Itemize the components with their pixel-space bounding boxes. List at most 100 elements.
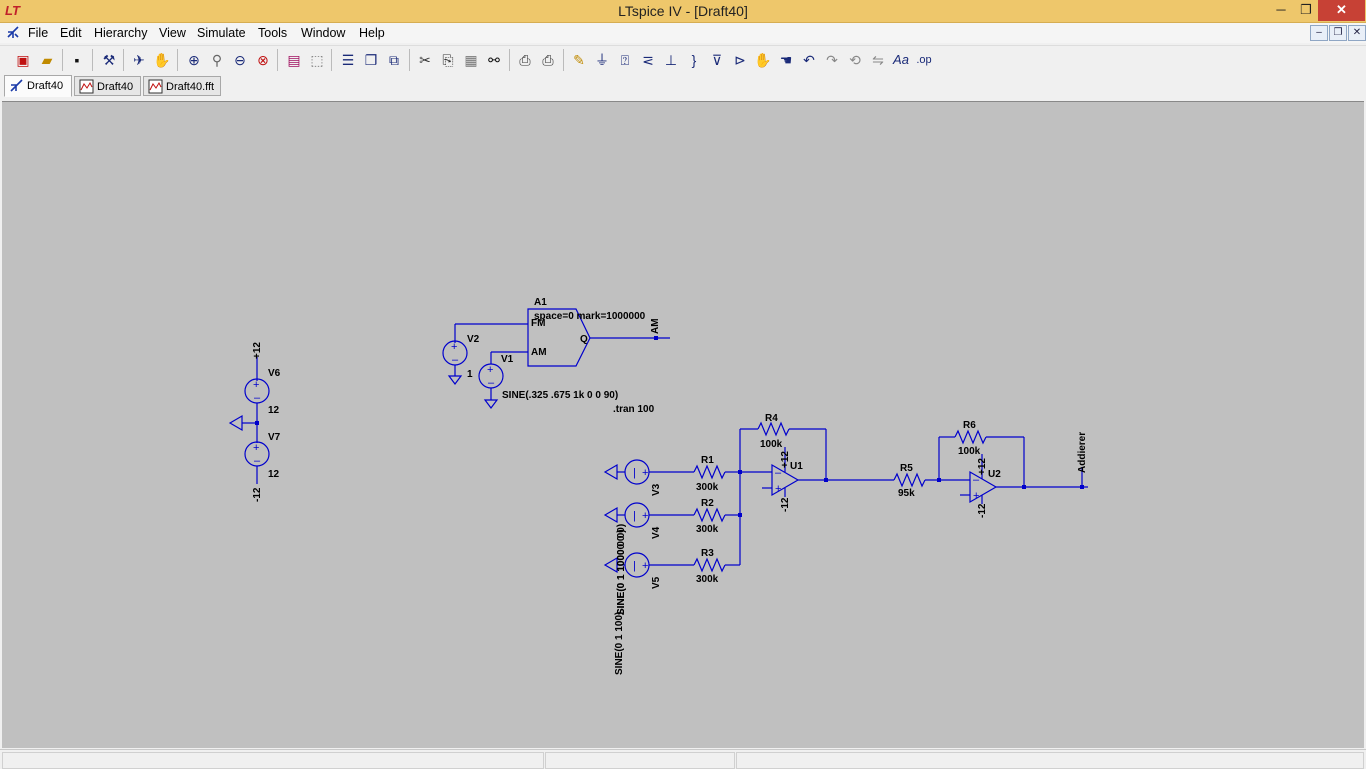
svg-text:–: – <box>973 474 980 486</box>
drag-icon[interactable]: ☚ <box>779 52 793 68</box>
close-button[interactable]: ✕ <box>1318 0 1365 21</box>
paste-icon[interactable]: ▦ <box>464 52 478 68</box>
schematic-drawing: +– +– +– +– |+ |+ |+ –+ –+ +12 V6 12 V7 … <box>228 297 1088 675</box>
save-icon[interactable]: ▪ <box>74 52 80 68</box>
menu-file[interactable]: File <box>28 26 49 40</box>
tile-horizontal-icon[interactable]: ☰ <box>341 52 355 68</box>
label-u1-name: U1 <box>790 461 803 472</box>
autorange-icon[interactable]: ▤ <box>287 52 301 68</box>
zoom-fit-icon[interactable]: ⊗ <box>257 52 269 68</box>
menu-help[interactable]: Help <box>359 26 385 40</box>
control-panel-icon[interactable]: ⚒ <box>102 52 116 68</box>
toolbar: ▣ ▰ ▪ ⚒ ✈ ✋ ⊕ ⚲ ⊖ ⊗ ▤ ⬚ ☰ ❐ ⧉ ✂ ⎘ ▦ ⚯ ⎙ … <box>0 45 1366 75</box>
copy-icon[interactable]: ⎘ <box>442 52 454 68</box>
mdi-restore-button[interactable]: ❐ <box>1329 25 1347 41</box>
schematic-canvas[interactable]: +– +– +– +– |+ |+ |+ –+ –+ +12 V6 12 V7 … <box>2 101 1364 748</box>
minimize-button[interactable]: ─ <box>1276 2 1286 17</box>
label-v7-net: -12 <box>252 487 263 502</box>
tab-waveform-draft40[interactable]: Draft40 <box>74 76 141 96</box>
tab-label: Draft40 <box>97 81 134 93</box>
diode-icon[interactable]: ⊽ <box>711 52 723 68</box>
waveform-icon <box>79 79 94 94</box>
ground-icon[interactable]: ⏚ <box>595 52 609 68</box>
menu-window[interactable]: Window <box>301 26 346 40</box>
run-icon[interactable]: ✈ <box>133 52 145 68</box>
new-schematic-icon[interactable]: ▣ <box>16 52 30 68</box>
zoom-in-icon[interactable]: ⊕ <box>188 52 200 68</box>
label-r3-name: R3 <box>701 548 714 559</box>
window-title: LTspice IV - [Draft40] <box>618 3 748 19</box>
svg-text:–: – <box>775 467 782 479</box>
spice-directive-tran: .tran 100 <box>613 404 655 415</box>
label-a1-params: space=0 mark=1000000 <box>534 311 646 322</box>
capacitor-icon[interactable]: ⊥ <box>664 52 678 68</box>
label-v5-value: SINE(0 1 10000 0 0) <box>616 524 627 615</box>
undo-icon[interactable]: ↶ <box>803 52 815 68</box>
label-v2-value: 1 <box>467 369 473 380</box>
rotate-icon[interactable]: ⟲ <box>849 52 861 68</box>
waveform-icon <box>148 79 163 94</box>
label-r1-value: 300k <box>696 482 719 493</box>
svg-text:–: – <box>452 354 459 366</box>
text-icon[interactable]: Aa <box>893 52 909 67</box>
app-logo[interactable]: LT <box>5 3 20 18</box>
label-u2-name: U2 <box>988 469 1001 480</box>
mdi-minimize-button[interactable]: – <box>1310 25 1328 41</box>
label-u2-pos: +12 <box>977 458 988 475</box>
label-v5-name: V5 <box>651 576 662 589</box>
label-addierer-net: Addierer <box>1077 432 1088 473</box>
cut-icon[interactable]: ✂ <box>419 52 431 68</box>
resistor-icon[interactable]: ⋜ <box>642 52 654 68</box>
print-icon[interactable]: ⎙ <box>542 52 554 68</box>
mdi-close-button[interactable]: ✕ <box>1348 25 1366 41</box>
svg-text:–: – <box>254 455 261 467</box>
status-bar <box>0 749 1366 769</box>
toolbar-separator <box>331 49 332 71</box>
svg-text:+: + <box>642 510 648 522</box>
label-r5-value: 95k <box>898 488 915 499</box>
menu-bar: File Edit Hierarchy View Simulate Tools … <box>0 23 1366 43</box>
pan-icon[interactable]: ⚲ <box>211 52 223 68</box>
status-pane-left <box>2 752 544 769</box>
svg-text:|: | <box>633 510 636 522</box>
toolbar-separator <box>123 49 124 71</box>
svg-text:–: – <box>254 392 261 404</box>
inductor-icon[interactable]: } <box>691 52 697 68</box>
svg-text:|: | <box>633 560 636 572</box>
zoom-out-icon[interactable]: ⊖ <box>234 52 246 68</box>
unzoom-icon[interactable]: ⬚ <box>310 52 324 68</box>
menu-edit[interactable]: Edit <box>60 26 82 40</box>
label-u1-neg: -12 <box>780 497 791 512</box>
menu-tools[interactable]: Tools <box>258 26 288 40</box>
label-a1-q: Q <box>580 334 588 345</box>
toolbar-separator <box>277 49 278 71</box>
wire-icon[interactable]: ✎ <box>573 52 585 68</box>
move-icon[interactable]: ✋ <box>754 52 772 68</box>
print-preview-icon[interactable]: ⎙ <box>519 52 531 68</box>
label-v6-value: 12 <box>268 405 280 416</box>
polarity-marks: +– +– +– +– |+ |+ |+ –+ –+ <box>253 341 980 572</box>
menu-hierarchy[interactable]: Hierarchy <box>94 26 148 40</box>
tab-schematic-draft40[interactable]: Draft40 <box>4 75 72 97</box>
mirror-icon[interactable]: ⇋ <box>872 52 884 68</box>
label-v3-value: SINE(0 1 100) <box>614 612 625 675</box>
svg-text:+: + <box>642 467 648 479</box>
label-v4-value: SINE(0 1 1000 0 0) <box>616 529 627 615</box>
schematic-icon[interactable] <box>6 25 20 40</box>
label-r4-name: R4 <box>765 413 778 424</box>
tile-vertical-icon[interactable]: ⧉ <box>389 52 399 68</box>
halt-icon[interactable]: ✋ <box>153 52 171 68</box>
redo-icon[interactable]: ↷ <box>826 52 838 68</box>
spice-directive-icon[interactable]: .op <box>916 54 932 66</box>
label-am-net: AM <box>650 318 661 334</box>
menu-simulate[interactable]: Simulate <box>197 26 246 40</box>
label-net-icon[interactable]: ⍰ <box>620 52 630 68</box>
component-icon[interactable]: ⊳ <box>734 52 746 68</box>
find-icon[interactable]: ⚯ <box>488 52 500 68</box>
cascade-icon[interactable]: ❐ <box>364 52 378 68</box>
menu-view[interactable]: View <box>159 26 186 40</box>
tab-waveform-draft40-fft[interactable]: Draft40.fft <box>143 76 221 96</box>
open-icon[interactable]: ▰ <box>41 52 53 68</box>
maximize-button[interactable]: ❐ <box>1300 2 1312 17</box>
tab-bar: Draft40 Draft40 Draft40.fft <box>0 74 1366 98</box>
